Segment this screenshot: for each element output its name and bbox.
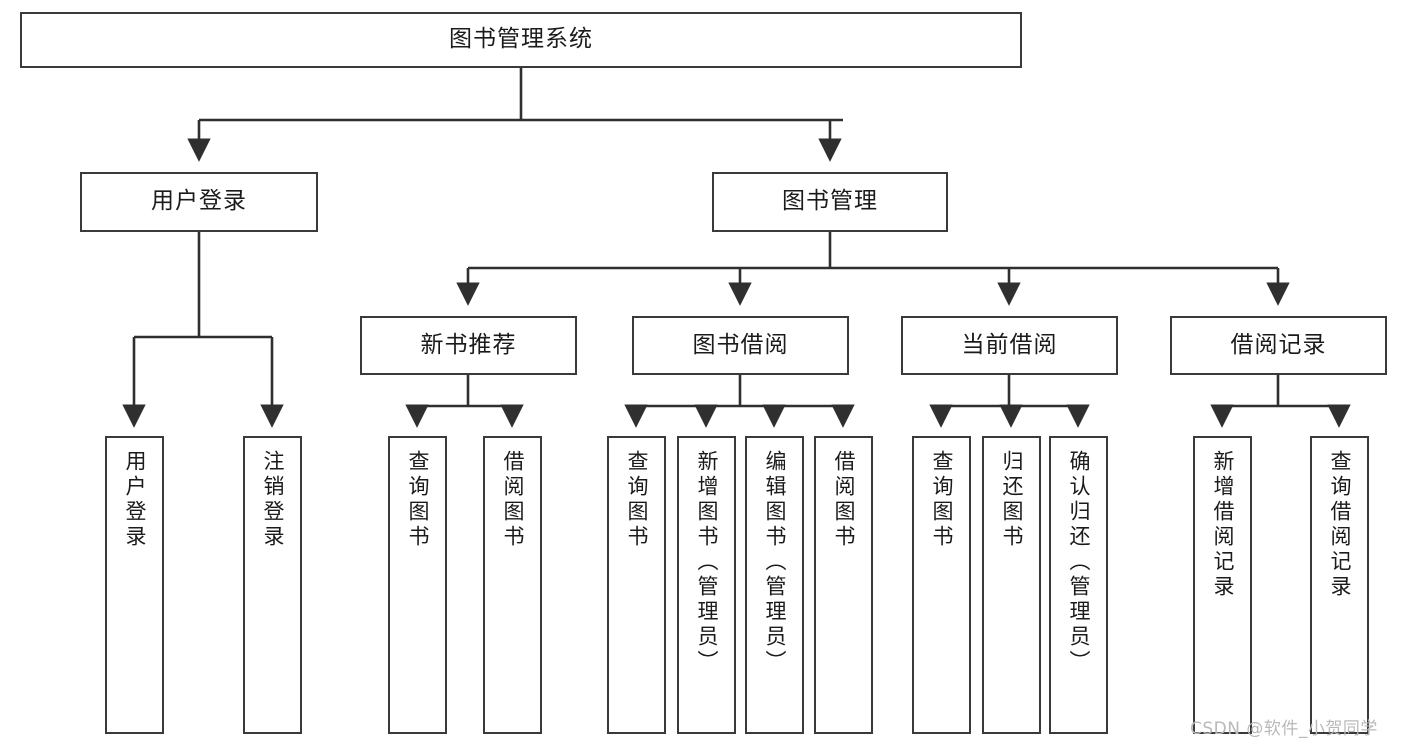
leaf-add-book-label: 新增图书（管理员）: [695, 450, 719, 675]
leaf-query-book-2-label: 查询图书: [625, 450, 649, 550]
leaf-return-book-label: 归还图书: [1000, 450, 1024, 550]
leaf-confirm-return[interactable]: 确认归还（管理员）: [1049, 436, 1108, 734]
node-book-manage-label: 图书管理: [782, 188, 878, 215]
node-book-borrow-label: 图书借阅: [692, 331, 789, 358]
leaf-return-book[interactable]: 归还图书: [982, 436, 1041, 734]
leaf-borrow-book-2-label: 借阅图书: [832, 450, 856, 550]
node-current-borrow[interactable]: 当前借阅: [901, 316, 1118, 375]
leaf-add-record-label: 新增借阅记录: [1211, 450, 1235, 600]
leaf-query-book-1[interactable]: 查询图书: [388, 436, 447, 734]
leaf-add-record[interactable]: 新增借阅记录: [1193, 436, 1252, 734]
leaf-query-record[interactable]: 查询借阅记录: [1310, 436, 1369, 734]
leaf-edit-book[interactable]: 编辑图书（管理员）: [745, 436, 804, 734]
node-new-book-recommend[interactable]: 新书推荐: [360, 316, 577, 375]
leaf-user-login[interactable]: 用户登录: [105, 436, 164, 734]
leaf-user-login-label: 用户登录: [123, 450, 147, 550]
leaf-borrow-book-2[interactable]: 借阅图书: [814, 436, 873, 734]
node-user-login[interactable]: 用户登录: [80, 172, 318, 232]
leaf-query-book-1-label: 查询图书: [406, 450, 430, 550]
node-user-login-label: 用户登录: [151, 188, 247, 215]
node-borrow-record[interactable]: 借阅记录: [1170, 316, 1387, 375]
leaf-query-book-2[interactable]: 查询图书: [607, 436, 666, 734]
node-root[interactable]: 图书管理系统: [20, 12, 1022, 68]
leaf-add-book[interactable]: 新增图书（管理员）: [677, 436, 736, 734]
node-book-borrow[interactable]: 图书借阅: [632, 316, 849, 375]
leaf-borrow-book-1-label: 借阅图书: [501, 450, 525, 550]
node-root-label: 图书管理系统: [449, 26, 593, 53]
leaf-edit-book-label: 编辑图书（管理员）: [763, 450, 787, 675]
node-book-manage[interactable]: 图书管理: [712, 172, 948, 232]
leaf-logout-login[interactable]: 注销登录: [243, 436, 302, 734]
leaf-query-book-3[interactable]: 查询图书: [912, 436, 971, 734]
leaf-query-book-3-label: 查询图书: [930, 450, 954, 550]
node-borrow-record-label: 借阅记录: [1230, 331, 1327, 358]
node-new-book-recommend-label: 新书推荐: [420, 331, 517, 358]
leaf-borrow-book-1[interactable]: 借阅图书: [483, 436, 542, 734]
csdn-watermark: CSDN @软件_小贺同学: [1190, 719, 1378, 739]
node-current-borrow-label: 当前借阅: [961, 331, 1058, 358]
leaf-logout-login-label: 注销登录: [261, 450, 285, 550]
leaf-query-record-label: 查询借阅记录: [1328, 450, 1352, 600]
leaf-confirm-return-label: 确认归还（管理员）: [1067, 450, 1091, 675]
